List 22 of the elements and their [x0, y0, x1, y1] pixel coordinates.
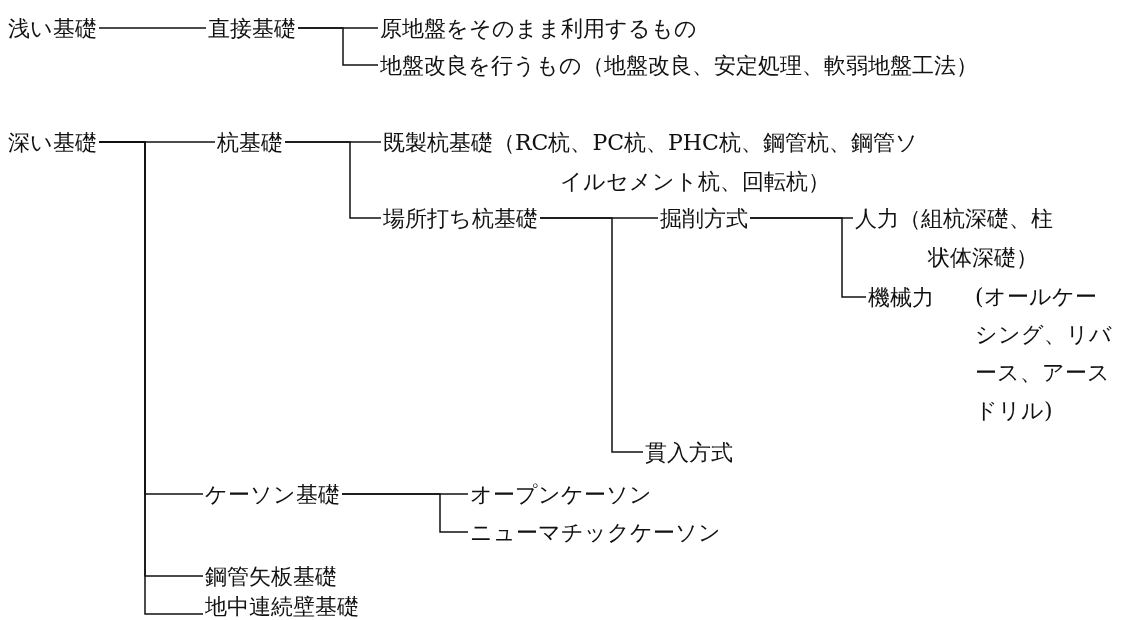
term-label: 掘削方式	[660, 198, 748, 238]
term-label: 人力（組杭深礎、柱状体深礎）	[855, 198, 1063, 277]
connector-line	[749, 217, 867, 298]
term-label: 杭基礎	[217, 122, 283, 162]
connector-line	[297, 27, 379, 66]
term-label: オープンケーソン	[470, 474, 652, 514]
term-label: 機械力	[868, 277, 934, 317]
term-label: 地盤改良を行うもの（地盤改良、安定処理、軟弱地盤工法）	[380, 45, 978, 85]
connector-line	[284, 141, 382, 219]
term-label: 既製杭基礎（RC杭、PC杭、PHC杭、鋼管杭、鋼管ソイルセメント杭、回転杭）	[383, 122, 932, 201]
term-label: ニューマチックケーソン	[470, 512, 721, 552]
term-label: 浅い基礎	[8, 8, 97, 48]
term-label: 場所打ち杭基礎	[383, 198, 538, 238]
connector-line	[341, 493, 469, 533]
term-label: 深い基礎	[8, 122, 97, 162]
connector-line	[98, 27, 207, 29]
term-label: 原地盤をそのまま利用するもの	[380, 8, 697, 48]
term-label: 直接基礎	[208, 8, 296, 48]
term-label: ケーソン基礎	[205, 474, 340, 514]
note-text: (オールケーシング、リバース、アースドリル)	[975, 282, 1113, 425]
connector-line	[539, 217, 644, 453]
term-label: 貫入方式	[645, 432, 733, 472]
